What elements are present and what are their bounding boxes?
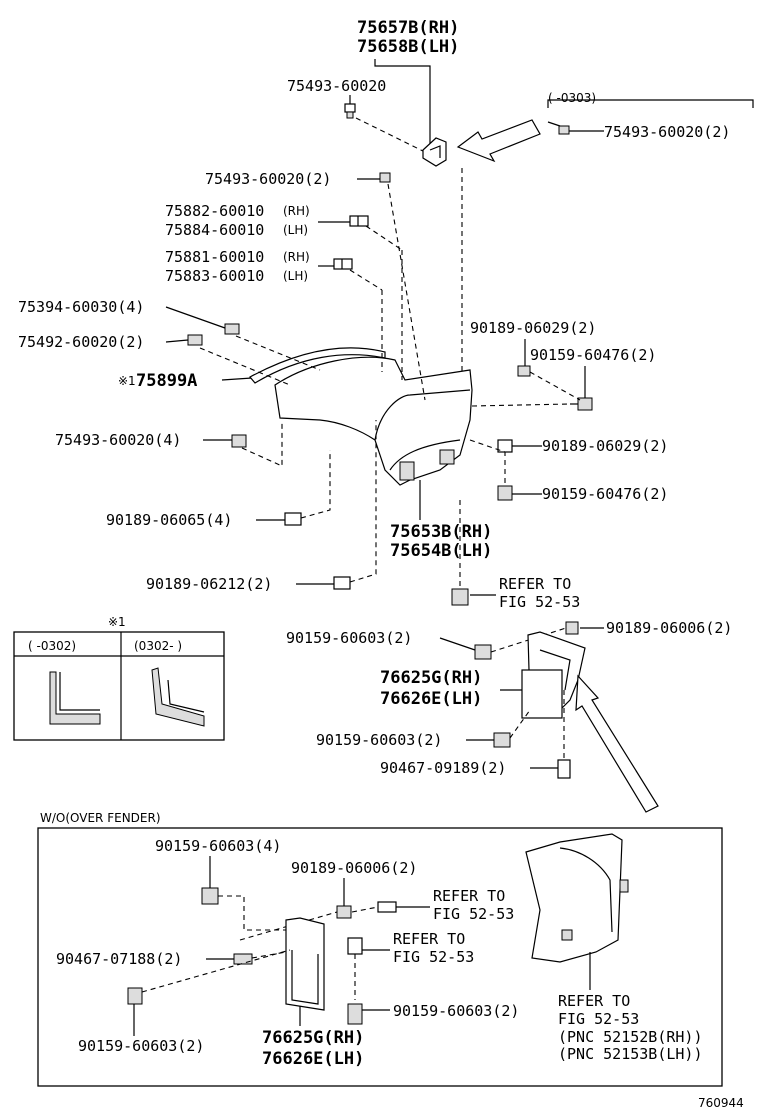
direction-arrow-icon <box>456 119 541 163</box>
clip-icon <box>284 512 302 526</box>
mud-flap-76625g <box>521 631 586 719</box>
label-75658b: 75658B(LH) <box>357 37 459 57</box>
label-75882-side: (RH) <box>283 204 310 218</box>
label-90467-09189: 90467-09189(2) <box>380 759 506 777</box>
diagram-id: 760944 <box>698 1096 744 1110</box>
range-bracket <box>547 99 754 108</box>
stud-clip-icon <box>349 215 369 227</box>
label-refer-to-1: REFER TO <box>499 575 571 593</box>
label-90189-06065: 90189-06065(4) <box>106 511 232 529</box>
label-inset-right: (0302- ) <box>134 639 182 653</box>
clip-icon <box>333 576 351 590</box>
label-90189-06029-b: 90189-06029(2) <box>542 437 668 455</box>
bolt-icon <box>570 397 593 411</box>
label-90189-06212: 90189-06212(2) <box>146 575 272 593</box>
nut-icon <box>565 621 579 635</box>
label-75882: 75882-60010 <box>165 202 264 220</box>
label-76625g-a: 76625G(RH) <box>380 668 482 688</box>
leader-top-bracket <box>374 59 431 150</box>
label-90159-60476-a: 90159-60476(2) <box>530 346 656 364</box>
clip-icon <box>187 334 203 346</box>
label-fig-2: FIG 52-53 <box>433 905 514 923</box>
label-refer-to-3: REFER TO <box>393 930 465 948</box>
fender-panel <box>525 833 629 963</box>
label-inset-mark: ※1 <box>108 615 126 629</box>
nut-icon <box>336 905 352 919</box>
clip-icon <box>347 937 363 955</box>
label-75653b: 75653B(RH) <box>390 522 492 542</box>
section-profile-icon <box>151 667 205 727</box>
clip-icon <box>557 759 571 779</box>
label-75492: 75492-60020(2) <box>18 333 144 351</box>
bolt-icon <box>347 1003 363 1025</box>
label-refer-to-2: REFER TO <box>433 887 505 905</box>
label-75884-side: (LH) <box>283 223 308 237</box>
label-wo-over-fender: W/O(OVER FENDER) <box>40 811 161 825</box>
label-90189-06029-a: 90189-06029(2) <box>470 319 596 337</box>
fender-flare-75653b <box>274 356 473 486</box>
bolt-icon <box>474 644 492 660</box>
label-90189-06006-a: 90189-06006(2) <box>606 619 732 637</box>
bolt-icon <box>201 887 219 905</box>
label-range-0303: ( -0303) <box>548 91 596 105</box>
label-75654b: 75654B(LH) <box>390 541 492 561</box>
section-profile-icon <box>49 671 101 725</box>
clip-icon <box>558 125 570 135</box>
label-76625g-b: 76625G(RH) <box>262 1028 364 1048</box>
label-75884: 75884-60010 <box>165 221 264 239</box>
label-75657b: 75657B(RH) <box>357 18 459 38</box>
label-pnc-2: (PNC 52153B(LH)) <box>558 1045 703 1063</box>
bolt-icon <box>497 485 513 501</box>
label-90159-60603-d: 90159-60603(2) <box>393 1002 519 1020</box>
stud-clip-icon <box>333 258 353 270</box>
label-75881-side: (RH) <box>283 250 310 264</box>
clip-icon <box>344 103 356 119</box>
inset-table <box>13 631 225 741</box>
label-75493-right: 75493-60020(2) <box>604 123 730 141</box>
label-75883-side: (LH) <box>283 269 308 283</box>
label-pnc-1: (PNC 52152B(RH)) <box>558 1028 703 1046</box>
bolt-icon <box>127 987 143 1005</box>
clip-icon <box>451 588 469 606</box>
label-90159-60603-c: 90159-60603(2) <box>78 1037 204 1055</box>
label-75881: 75881-60010 <box>165 248 264 266</box>
label-75493-mid: 75493-60020(2) <box>205 170 331 188</box>
clip-icon <box>233 953 253 965</box>
nut-icon <box>517 365 531 377</box>
clip-icon <box>231 434 247 448</box>
label-75899a: 75899A <box>136 371 197 391</box>
label-90159-60603-a: 90159-60603(2) <box>286 629 412 647</box>
bracket-75657b <box>422 137 447 167</box>
label-inset-left: ( -0302) <box>28 639 76 653</box>
bolt-icon <box>493 732 511 748</box>
clip-icon <box>377 901 397 913</box>
label-90159-60603-b: 90159-60603(2) <box>316 731 442 749</box>
direction-arrow-icon <box>575 674 659 813</box>
label-fig-3: FIG 52-53 <box>393 948 474 966</box>
label-76626e-b: 76626E(LH) <box>262 1049 364 1069</box>
clip-icon <box>224 323 240 335</box>
mud-flap-76625g-lower <box>285 917 325 1011</box>
label-refer-to-4: REFER TO <box>558 992 630 1010</box>
label-90467-07188: 90467-07188(2) <box>56 950 182 968</box>
label-90189-06006-b: 90189-06006(2) <box>291 859 417 877</box>
label-75493-4: 75493-60020(4) <box>55 431 181 449</box>
label-75883: 75883-60010 <box>165 267 264 285</box>
wo-over-fender-box <box>37 827 723 1087</box>
label-fig-1: FIG 52-53 <box>499 593 580 611</box>
label-76626e-a: 76626E(LH) <box>380 689 482 709</box>
label-90159-60476-b: 90159-60476(2) <box>542 485 668 503</box>
label-75394: 75394-60030(4) <box>18 298 144 316</box>
label-fig-4: FIG 52-53 <box>558 1010 639 1028</box>
label-75493-top: 75493-60020 <box>287 77 386 95</box>
label-90159-60603-4: 90159-60603(4) <box>155 837 281 855</box>
label-ref-mark: ※1 <box>118 374 136 388</box>
clip-icon <box>379 172 391 183</box>
